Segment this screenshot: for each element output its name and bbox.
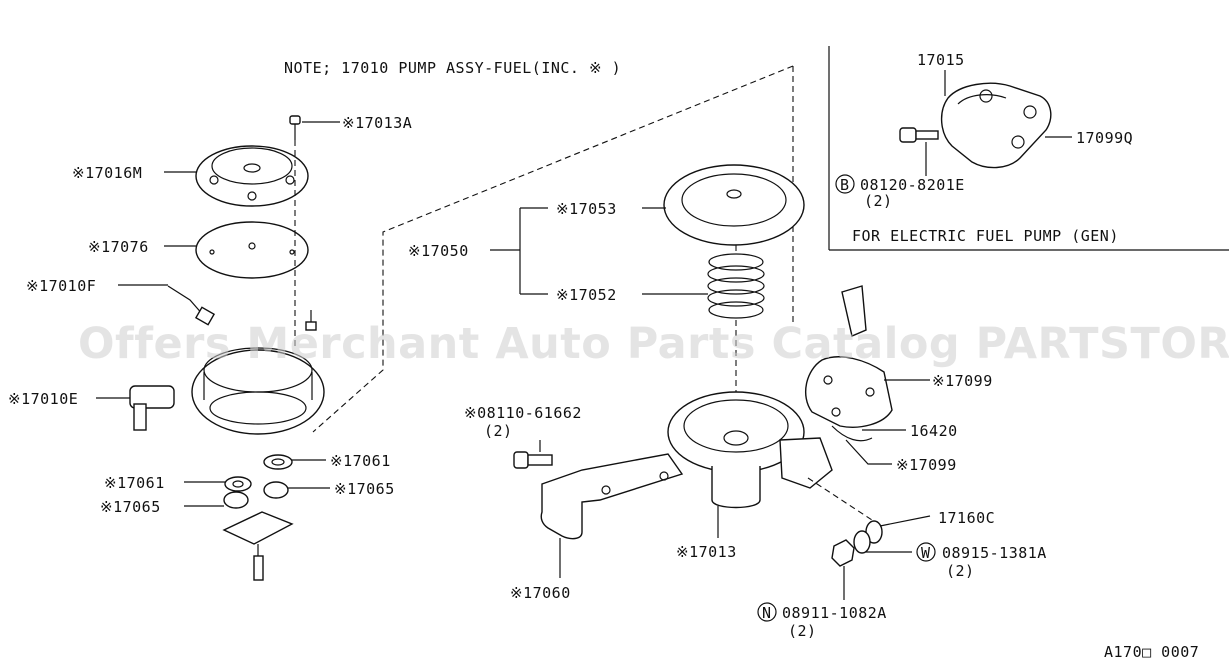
part-08120-bolt [899, 127, 939, 143]
part-17060-bracket [540, 453, 684, 540]
left-stack: ※17013A ※17016M ※17076 ※17010F ※17010E ※… [8, 114, 412, 581]
label-08911: 08911-1082A [782, 604, 887, 622]
label-08915-prefix: W [921, 544, 931, 562]
label-17061-left: ※17061 [104, 474, 165, 492]
part-17013-body [667, 391, 833, 509]
part-08911-nut [831, 539, 855, 567]
label-17013A: ※17013A [342, 114, 412, 132]
part-17013A-screw [289, 115, 301, 140]
part-17065-seal-right [263, 481, 289, 499]
label-08120: 08120-8201E [860, 176, 965, 194]
label-08110-qty: (2) [484, 422, 513, 440]
label-08911-qty: (2) [788, 622, 817, 640]
label-17052: ※17052 [556, 286, 617, 304]
label-17065-right: ※17065 [334, 480, 395, 498]
leader-17050-bracket [490, 207, 548, 295]
bolt-marker-circle [835, 174, 855, 194]
label-16420: 16420 [910, 422, 958, 440]
nut-marker-circle [757, 602, 777, 622]
diagram-code: A170□ 0007 [1104, 643, 1199, 661]
assembly-guide-dashed [312, 65, 794, 433]
leader-17160C [879, 515, 931, 527]
label-17050: ※17050 [408, 242, 469, 260]
label-17013: ※17013 [676, 543, 737, 561]
part-17061-valve-left [224, 476, 252, 492]
label-17010E: ※17010E [8, 390, 78, 408]
label-17099-bottom: ※17099 [896, 456, 957, 474]
part-08915-washer [853, 530, 871, 554]
right-assembly: ※17053 ※17050 ※17052 ※08110-61662 (2) ※1… [408, 164, 1047, 640]
part-17052-spring [707, 253, 765, 319]
label-17016M: ※17016M [72, 164, 142, 182]
label-17160C: 17160C [938, 509, 995, 527]
part-17010F-fitting [167, 285, 216, 326]
part-16420-lever [805, 285, 893, 442]
label-17076: ※17076 [88, 238, 149, 256]
label-08915-qty: (2) [946, 562, 975, 580]
label-08120-qty: (2) [864, 192, 893, 210]
part-17061-valve-right [263, 454, 293, 470]
label-17015: 17015 [917, 51, 965, 69]
part-17015-cover [941, 82, 1052, 169]
part-17010E-elbow [129, 385, 175, 431]
label-08911-prefix: N [762, 604, 772, 622]
label-17061-right: ※17061 [330, 452, 391, 470]
label-17060: ※17060 [510, 584, 571, 602]
inset-electric-pump: 17015 17099Q B 08120-8201E (2) FOR ELECT… [828, 46, 1229, 251]
part-17053-diaphragm [663, 164, 805, 246]
watermark: Offers Merchant Auto Parts Catalog PARTS… [78, 319, 1229, 369]
label-17099-top: ※17099 [932, 372, 993, 390]
label-17065-left: ※17065 [100, 498, 161, 516]
label-08915: 08915-1381A [942, 544, 1047, 562]
leader-17099-bottom [845, 439, 892, 465]
part-pump-body-left [191, 310, 325, 435]
label-17099Q: 17099Q [1076, 129, 1133, 147]
label-17053: ※17053 [556, 200, 617, 218]
note-text: NOTE; 17010 PUMP ASSY-FUEL(INC. ※ ) [284, 59, 621, 77]
label-17010F: ※17010F [26, 277, 96, 295]
washer-marker-circle [916, 542, 936, 562]
part-17016M-cover [195, 145, 309, 207]
label-08120-prefix: B [840, 176, 850, 194]
part-17065-seal-left [223, 491, 249, 509]
label-08110: ※08110-61662 [464, 404, 582, 422]
part-retainer-plate [222, 511, 294, 581]
part-17076-diaphragm [195, 221, 309, 279]
inset-caption: FOR ELECTRIC FUEL PUMP (GEN) [852, 227, 1119, 245]
axis-dashed-fastener [807, 477, 873, 521]
part-08110-bolt [513, 451, 553, 469]
